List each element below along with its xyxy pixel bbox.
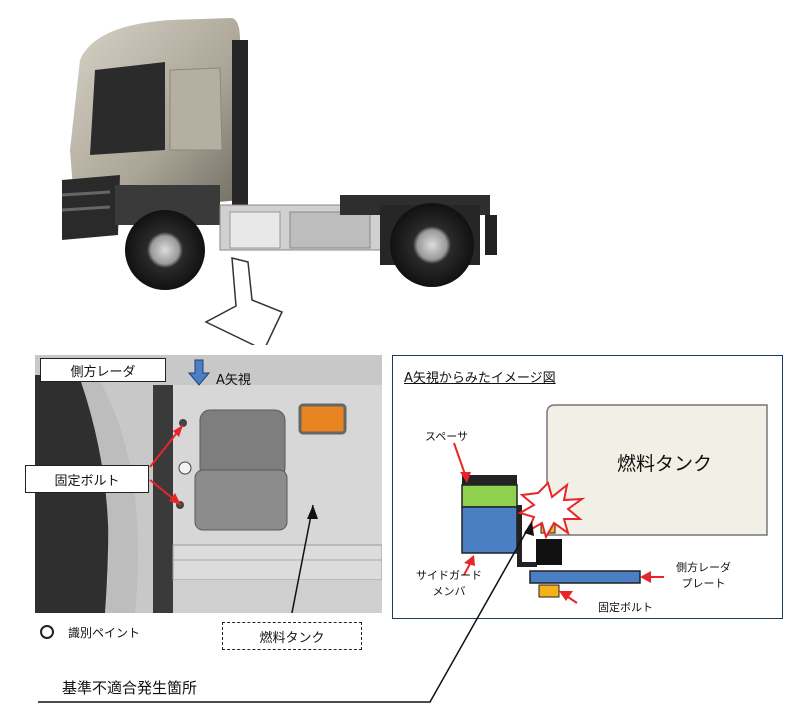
fuel-tank-label: 燃料タンク [222,622,362,650]
spacer-label: スペーサ [425,430,469,443]
view-direction-arrow [187,359,211,386]
fixing-bolt-label: 固定ボルト [25,465,149,493]
truck-illustration [61,18,497,345]
schematic-diagram [453,404,768,604]
truck-rear-wheel [390,203,474,287]
collision-burst-icon [517,481,586,540]
side-guard-member [461,506,518,554]
paint-marker [178,461,192,475]
side-guard-label-line2: メンバ [432,585,466,598]
id-paint-label: 識別ペイント [68,626,141,640]
side-radar-label: 側方レーダ [40,358,166,382]
reflector-icon [298,403,347,435]
side-guard-label: サイドガード メンバ [416,568,482,600]
truck-cab [61,18,248,240]
bolt-head-top [179,419,187,427]
nonconformity-location-label: 基準不適合発生箇所 [62,679,198,697]
zoom-pointer-arrow [204,257,284,345]
diagram-fixing-bolt-label: 固定ボルト [598,601,653,614]
side-guard-label-line1: サイドガード [416,569,482,582]
schematic-title: A矢視からみたイメージ図 [404,371,556,386]
side-radar-block [194,409,288,531]
radar-plate-label-line2: プレート [681,577,726,590]
fuel-tank-shape [546,404,768,536]
diagram-red-arrows [453,442,664,604]
bolt-nut [536,539,562,565]
radar-plate-label-line1: 側方レーダ [676,561,731,574]
view-label: A矢視 [216,373,251,388]
fuel-tank-diagram-label: 燃料タンク [617,453,713,475]
radar-plate-label: 側方レーダ プレート [676,560,731,592]
id-paint-circle-icon [40,625,54,639]
truck-front-wheel [125,210,205,290]
